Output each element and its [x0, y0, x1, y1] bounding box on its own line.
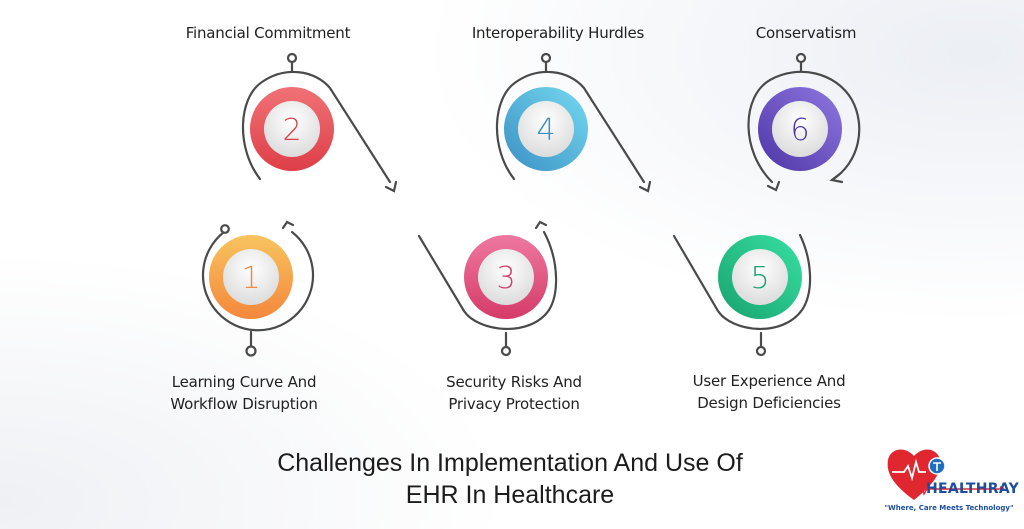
step-3-label: Security Risks And Privacy Protection — [446, 373, 582, 413]
connector-step-1 — [201, 220, 315, 357]
step-1-badge — [209, 235, 293, 319]
heart-icon — [887, 449, 1005, 500]
connector-step-4 — [495, 52, 652, 193]
logo-tagline: "Where, Care Meets Technology" — [884, 504, 1014, 512]
logo-brand-name: HEALTHRAY — [926, 481, 1020, 497]
step-4-label: Interoperability Hurdles — [471, 24, 645, 42]
step-2-badge — [250, 87, 334, 171]
step-5-badge — [718, 235, 802, 319]
connector-step-5 — [672, 233, 812, 357]
step-3-badge — [464, 235, 548, 319]
step-4-badge — [504, 87, 588, 171]
connector-step-3 — [417, 220, 558, 357]
step-5-label: User Experience And Design Deficiencies — [692, 372, 846, 412]
healthray-logo: HEALTHRAY "Where, Care Meets Technology" — [884, 444, 1019, 524]
step-1-label: Learning Curve And Workflow Disruption — [170, 373, 318, 413]
step-6-badge — [758, 87, 842, 171]
step-3-number: 3 — [496, 261, 515, 296]
step-5-number: 5 — [750, 261, 769, 296]
step-1-number: 1 — [241, 261, 260, 296]
step-2-number: 2 — [282, 113, 301, 148]
connector-step-2 — [241, 52, 398, 193]
page-title: Challenges In Implementation And Use Of … — [277, 449, 743, 509]
step-6-number: 6 — [790, 113, 809, 148]
step-6-label: Conservatism — [755, 24, 857, 42]
step-2-label: Financial Commitment — [185, 24, 351, 42]
step-4-number: 4 — [536, 113, 555, 148]
connector-step-6 — [747, 52, 861, 192]
